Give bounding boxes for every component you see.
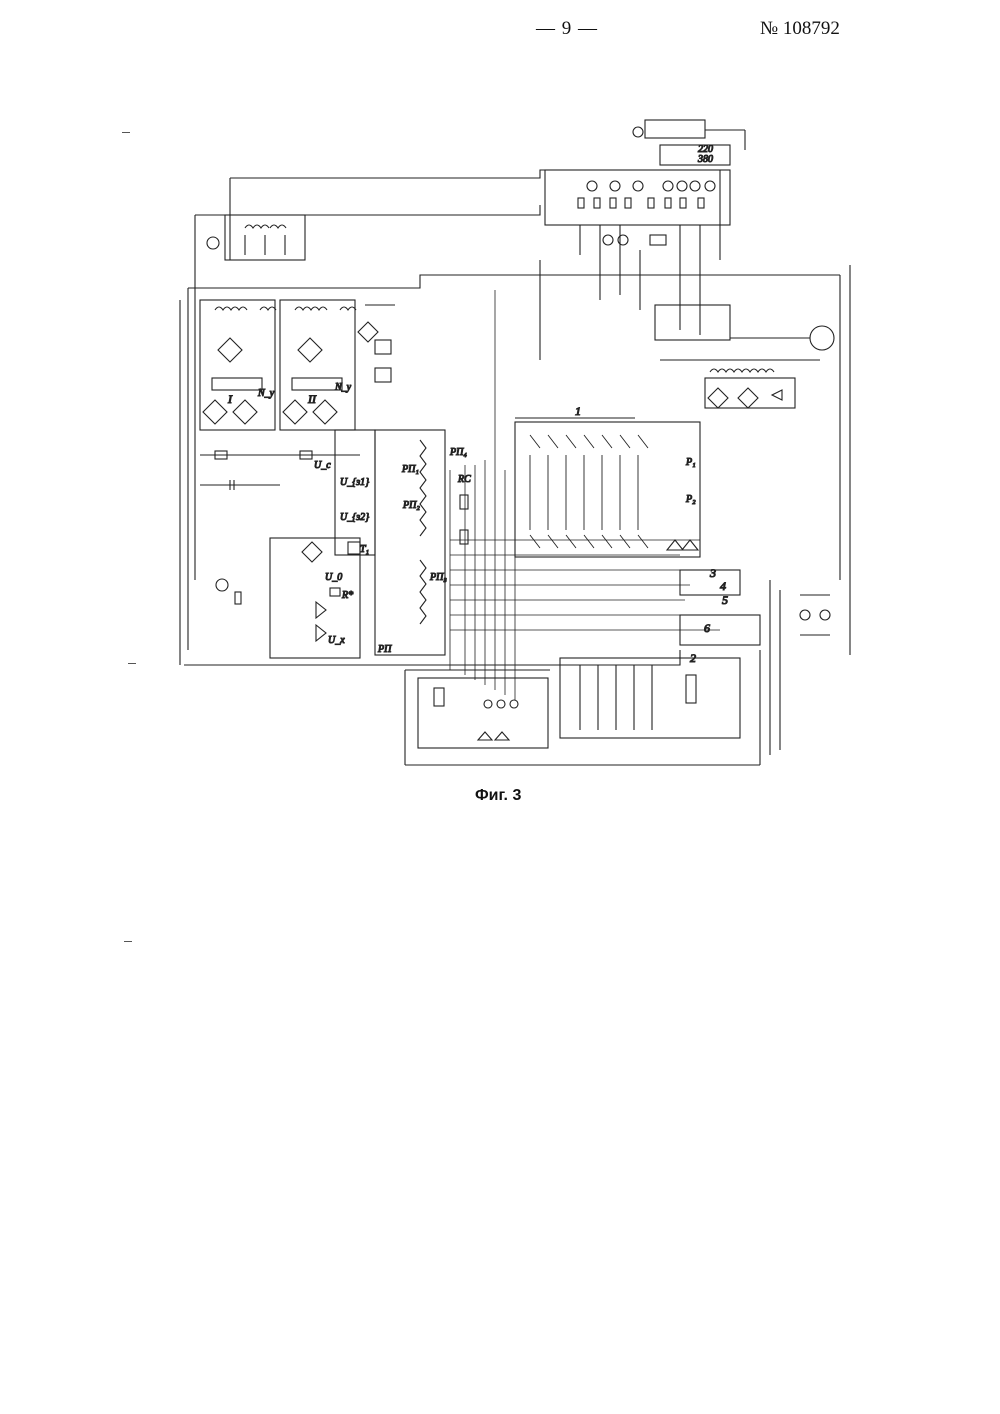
- label-block-4: 4: [720, 579, 726, 593]
- label-rp3: РП₃: [429, 572, 447, 583]
- label-amplifier-i: I: [227, 392, 233, 406]
- label-rp: РП: [377, 644, 392, 655]
- relay-group-3-6: 3 4 5 6: [680, 566, 830, 645]
- bottom-block-2: 2: [560, 651, 740, 738]
- amplifier-i: I N_y: [200, 300, 276, 430]
- label-rp1: РП₁: [401, 464, 419, 475]
- label-uz2: U_{з2}: [340, 512, 369, 523]
- amplifier-ii: II N_y: [280, 300, 356, 430]
- label-amplifier-ii: II: [307, 392, 317, 406]
- bottom-lamp-block: [418, 678, 548, 748]
- label-380: 380: [697, 154, 713, 165]
- control-block: U_c U_{з1} U_{з2} T₁: [200, 430, 375, 562]
- label-p1: P₁: [685, 457, 696, 468]
- page-number: — 9 —: [536, 18, 598, 40]
- label-u0: U_0: [325, 572, 342, 583]
- switch-matrix-block-1: 1 P₁ P₂: [515, 404, 700, 557]
- label-r-star: R*: [341, 590, 353, 601]
- label-uz1: U_{з1}: [340, 477, 369, 488]
- margin-mark: [124, 941, 132, 942]
- label-rc: RC: [457, 474, 471, 485]
- label-rp4: РП₄: [449, 447, 467, 458]
- fuse-row: [578, 181, 715, 208]
- label-block-5: 5: [722, 593, 728, 607]
- label-block-3: 3: [709, 566, 716, 580]
- label-ux: U_x: [328, 635, 345, 646]
- label-ny-1: N_y: [257, 388, 275, 399]
- label-uc: U_c: [314, 460, 331, 471]
- right-rectifier-bank: [705, 369, 795, 408]
- label-p2: P₂: [685, 494, 696, 505]
- label-rp2: РП₂: [402, 500, 420, 511]
- rectifier-block: [358, 305, 395, 382]
- label-ny-2: N_y: [334, 382, 352, 393]
- label-block-6: 6: [704, 621, 710, 635]
- figure-caption: Фиг. 3: [475, 787, 521, 805]
- measurement-block: U_0 R* U_x: [216, 538, 360, 658]
- transformer-block-top: [207, 215, 305, 260]
- supply-block: 220 380: [545, 120, 834, 350]
- label-block-2: 2: [690, 651, 696, 665]
- patent-number: № 108792: [760, 18, 840, 40]
- label-block-1: 1: [575, 404, 581, 418]
- label-t1: T₁: [360, 544, 369, 555]
- circuit-diagram: 220 380: [120, 110, 860, 785]
- relay-stack: РП₄ РП₁ РП₂ РП₃ РП RC: [375, 430, 471, 655]
